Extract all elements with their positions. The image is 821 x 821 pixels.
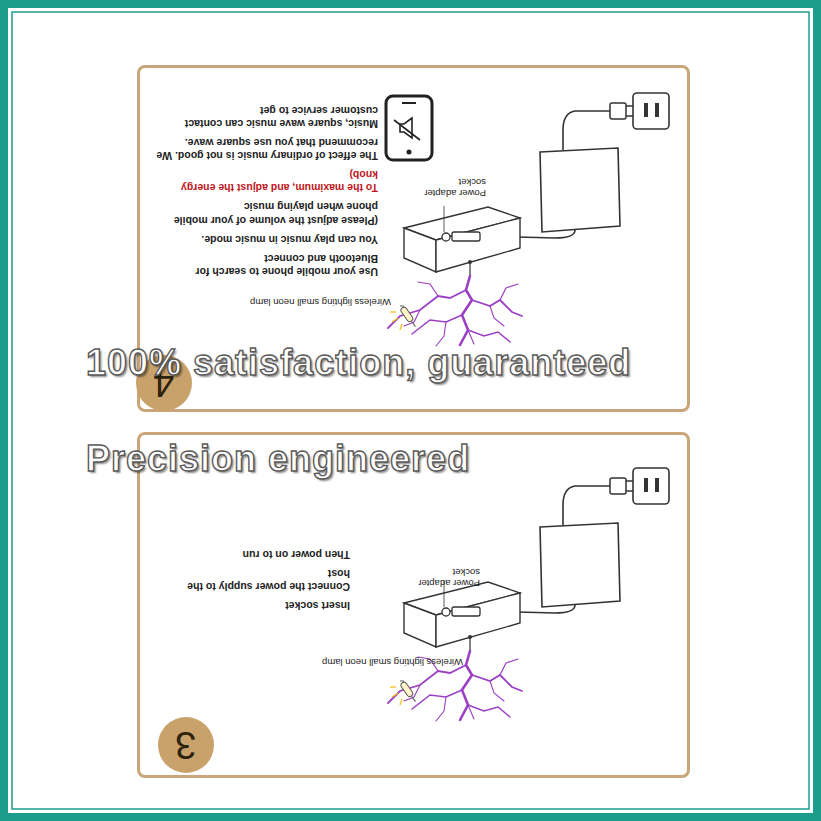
phone-icon bbox=[386, 96, 432, 160]
instruction-text: Connect the power supply to the host bbox=[182, 566, 350, 592]
callout-label: Wireless lighting small neon lamp bbox=[226, 297, 391, 308]
device-drawing bbox=[388, 468, 669, 721]
instruction-text: The effect of ordinary music is not good… bbox=[153, 136, 378, 162]
instruction-block: Use your mobile phone to search for Blue… bbox=[153, 98, 378, 278]
watermark-text: Precision engineered bbox=[86, 438, 470, 480]
step-badge: 3 bbox=[158, 717, 214, 773]
instruction-block: Insert socket Connect the power supply to… bbox=[182, 541, 350, 612]
callout-label: Power adapter socket bbox=[398, 566, 480, 589]
step-panel: Insert socket Connect the power supply to… bbox=[137, 432, 690, 778]
watermark-text: 100% satisfaction, guaranteed bbox=[86, 342, 631, 384]
instruction-text: To the maximum, and adjust the energy kn… bbox=[153, 169, 378, 195]
instruction-text: Then power on to run bbox=[182, 547, 350, 560]
instruction-text: Use your mobile phone to search for Blue… bbox=[153, 252, 378, 278]
step-number: 3 bbox=[175, 726, 196, 764]
callout-label: Power adapter socket bbox=[404, 176, 486, 199]
instruction-text: Music, square wave music can contact cus… bbox=[153, 104, 378, 130]
callout-label: Wireless lighting small neon lamp bbox=[298, 657, 463, 668]
instruction-text: You can play music in music mode. bbox=[153, 233, 378, 246]
instruction-text: Insert socket bbox=[182, 598, 350, 611]
instruction-text: (Please adjust the volume of your mobile… bbox=[153, 201, 378, 227]
